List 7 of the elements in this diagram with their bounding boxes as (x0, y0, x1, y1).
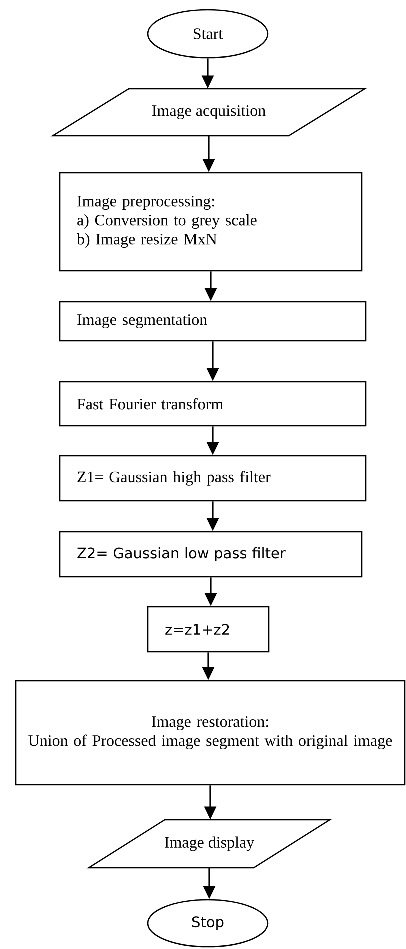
process-box: Image restoration: Union of Processed image segment with original image (15, 680, 406, 786)
process-box: Image preprocessing: a) Conversion to grey scale b) Image resize MxN (59, 172, 363, 272)
process-box: z=z1+z2 (147, 606, 270, 653)
process-box: Fast Fourier transform (59, 381, 367, 427)
process-box: Image segmentation (59, 301, 367, 342)
process-box: Z1= Gaussian high pass filter (59, 455, 367, 502)
process-box: Z2= Gaussian low pass filter (59, 531, 363, 578)
